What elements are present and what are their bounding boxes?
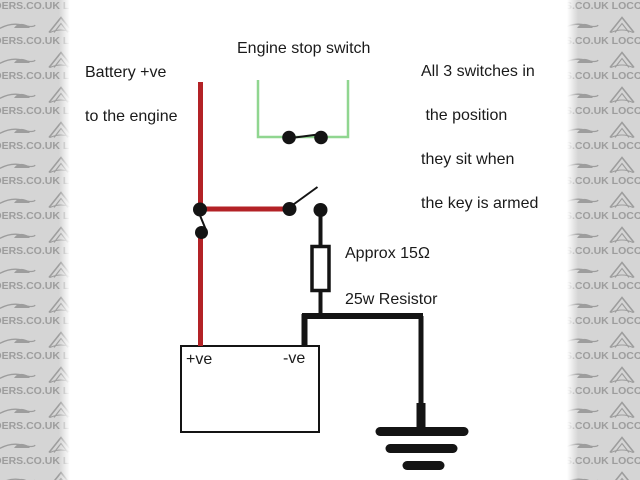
car-sketch-icon	[0, 268, 36, 275]
builders-logo-icon	[609, 331, 635, 349]
watermark-text: DERS.CO.UK LOC	[0, 350, 70, 362]
negative-terminal-label: -ve	[283, 350, 306, 367]
car-sketch-icon	[0, 198, 36, 205]
watermark-text: DERS.CO.UK LOC	[0, 105, 70, 117]
main-switch-terminal-top	[193, 202, 207, 217]
car-sketch-icon	[0, 58, 36, 65]
watermark-text: S.CO.UK LOCOST	[567, 140, 640, 152]
watermark-text: S.CO.UK LOCOST	[567, 210, 640, 222]
switches-note: All 3 switches in the position they sit …	[421, 61, 538, 215]
car-sketch-icon	[0, 303, 36, 310]
main-switch-terminal-bottom	[195, 226, 208, 239]
builders-logo-icon	[609, 156, 635, 174]
car-sketch-icon	[0, 128, 36, 135]
branch-switch-terminal-left	[282, 202, 297, 216]
watermark-text: DERS.CO.UK LOC	[0, 280, 70, 292]
builders-logo-icon	[609, 51, 635, 69]
watermark-text: S.CO.UK LOCOST	[567, 455, 640, 467]
car-sketch-icon	[0, 443, 36, 450]
resistor-label-line1: Approx 15Ω	[345, 245, 430, 262]
watermark-text: S.CO.UK LOCOST	[567, 0, 640, 12]
car-sketch-icon	[0, 338, 36, 345]
watermark-text: DERS.CO.UK LOC	[0, 455, 70, 467]
battery-label-line2: to the engine	[85, 108, 178, 125]
watermark-text: DERS.CO.UK LOC	[0, 140, 70, 152]
watermark-text: DERS.CO.UK LOC	[0, 175, 70, 187]
car-sketch-icon	[0, 163, 36, 170]
branch-switch-blade	[291, 186, 319, 207]
watermark-tile: DERS.CO.UK LOC	[0, 154, 70, 189]
battery-label-line1: Battery +ve	[85, 64, 167, 81]
car-sketch-icon	[0, 233, 36, 240]
builders-logo-icon	[609, 366, 635, 384]
watermark-text: DERS.CO.UK LOC	[0, 420, 70, 432]
device-box: +ve -ve	[180, 345, 320, 433]
resistor-label-line2: 25w Resistor	[345, 291, 438, 308]
watermark-tile: S.CO.UK LOCOST	[567, 0, 640, 14]
stop-switch-terminal-right	[314, 130, 328, 145]
watermark-tile: DERS.CO.UK LOC	[0, 0, 70, 14]
watermark-text: DERS.CO.UK LOC	[0, 385, 70, 397]
builders-logo-icon	[609, 261, 635, 279]
watermark-tile: S.CO.UK LOCOST	[567, 14, 640, 49]
positive-terminal-label: +ve	[186, 351, 213, 368]
switches-note-line2: the position	[421, 107, 508, 124]
builders-logo-icon	[609, 191, 635, 209]
watermark-text: S.CO.UK LOCOST	[567, 315, 640, 327]
stop-switch-title: Engine stop switch	[237, 40, 371, 57]
builders-logo-icon	[609, 401, 635, 419]
watermark-tile: S.CO.UK LOCOST	[567, 434, 640, 469]
stop-switch-bracket-wire	[256, 80, 350, 139]
watermark-text: S.CO.UK LOCOST	[567, 385, 640, 397]
switches-note-line4: the key is armed	[421, 195, 539, 212]
watermark-text: DERS.CO.UK LOC	[0, 70, 70, 82]
watermark-tile: S.CO.UK LOCOST	[567, 189, 640, 224]
watermark-text: S.CO.UK LOCOST	[567, 70, 640, 82]
builders-logo-icon	[609, 226, 635, 244]
car-sketch-icon	[0, 23, 36, 30]
car-sketch-icon	[0, 408, 36, 415]
watermark-text: S.CO.UK LOCOST	[567, 105, 640, 117]
builders-logo-icon	[614, 471, 630, 480]
stop-switch-terminal-left	[282, 130, 296, 145]
watermark-text: DERS.CO.UK LOC	[0, 245, 70, 257]
builders-logo-icon	[609, 86, 635, 104]
watermark-tile: S.CO.UK LOCOST	[567, 49, 640, 84]
watermark-text: S.CO.UK LOCOST	[567, 350, 640, 362]
watermark-tile: S.CO.UK LOCOST	[567, 259, 640, 294]
builders-logo-icon	[609, 296, 635, 314]
resistor-symbol	[310, 244, 331, 293]
watermark-text: S.CO.UK LOCOST	[567, 245, 640, 257]
battery-label: Battery +ve to the engine	[85, 62, 178, 128]
resistor-label: Approx 15Ω 25w Resistor	[345, 242, 437, 311]
watermark-text: DERS.CO.UK LOC	[0, 210, 70, 222]
watermark-text: DERS.CO.UK LOC	[0, 35, 70, 47]
watermark-text: DERS.CO.UK LOC	[0, 0, 70, 12]
watermark-text: S.CO.UK LOCOST	[567, 280, 640, 292]
builders-logo-icon	[609, 121, 635, 139]
watermark-text: S.CO.UK LOCOST	[567, 175, 640, 187]
car-sketch-icon	[0, 373, 36, 380]
builders-logo-icon	[609, 16, 635, 34]
switches-note-line3: they sit when	[421, 151, 515, 168]
car-sketch-icon	[0, 93, 36, 100]
watermark-tile: DERS.CO.UK LOC	[0, 329, 70, 364]
watermark-text: S.CO.UK LOCOST	[567, 420, 640, 432]
watermark-tile: S.CO.UK LOCOST	[567, 154, 640, 189]
switches-note-line1: All 3 switches in	[421, 63, 535, 80]
watermark-text: DERS.CO.UK LOC	[0, 315, 70, 327]
builders-logo-icon	[609, 436, 635, 454]
watermark-tile: DERS.CO.UK LOC	[0, 49, 70, 84]
branch-switch-terminal-right	[313, 203, 328, 217]
watermark-text: S.CO.UK LOCOST	[567, 35, 640, 47]
